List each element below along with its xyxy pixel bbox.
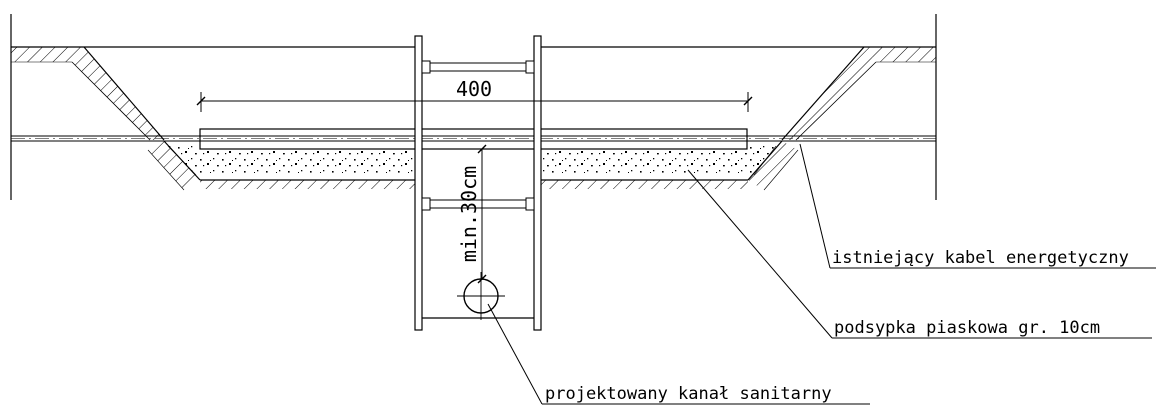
surface-hatching [11,47,936,63]
trench-shoring [414,35,542,331]
label-sand-bedding: podsypka piaskowa gr. 10cm [834,318,1100,338]
leader-sand-bedding: podsypka piaskowa gr. 10cm [687,169,1152,339]
sand-bedding [167,145,777,176]
cable-cover-plate [199,128,748,150]
label-existing-cable: istniejący kabel energetyczny [832,248,1129,268]
trench-right-wall [747,46,877,191]
sewer-pipe [457,272,505,320]
leader-sewer: projektowany kanał sanitarny [487,303,870,405]
border-ticks [10,14,937,200]
dimension-400-label: 400 [456,77,492,101]
trench-left-wall [71,46,201,191]
label-sewer: projektowany kanał sanitarny [545,384,832,404]
dimension-depth: min.30cm [457,144,487,284]
leader-existing-cable: istniejący kabel energetyczny [799,143,1156,269]
trench-bottom [200,179,748,189]
existing-cable-line [11,135,936,142]
dimension-400: 400 [196,77,753,112]
dimension-depth-label: min.30cm [457,166,481,262]
